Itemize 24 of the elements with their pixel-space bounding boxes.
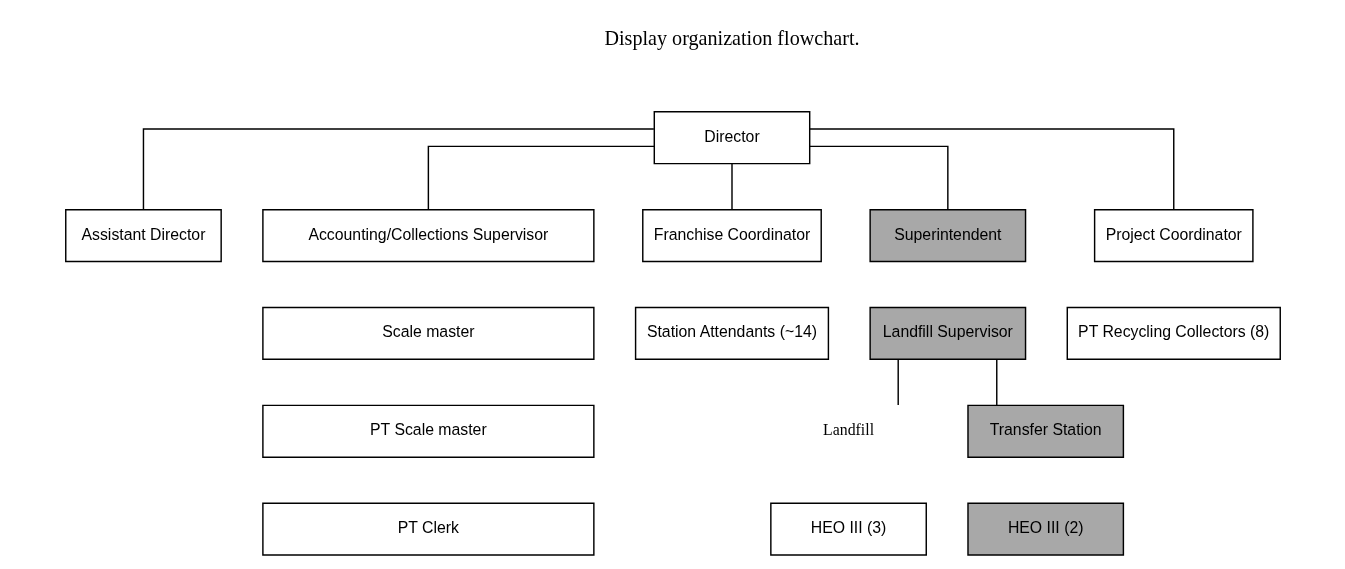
node-box: PT Scale master (261, 404, 595, 458)
connector (808, 128, 1174, 210)
node-box: Scale master (261, 306, 595, 361)
node-box: Transfer Station (966, 404, 1124, 458)
node-box: HEO III (3) (769, 502, 927, 556)
node-box: HEO III (2) (966, 502, 1124, 556)
node-box: Landfill Supervisor (868, 306, 1026, 361)
connector (730, 163, 733, 210)
connector (427, 145, 655, 210)
node-box: Superintendent (868, 208, 1026, 263)
node-box: Assistant Director (64, 208, 222, 263)
connector (897, 358, 899, 406)
node-text: Landfill (822, 421, 874, 439)
node-box: Franchise Coordinator (641, 208, 822, 263)
connector (808, 145, 949, 210)
node-box: Station Attendants (~14) (634, 306, 829, 361)
node-box: Accounting/Collections Supervisor (261, 208, 595, 263)
connector (995, 358, 997, 406)
node-box: PT Recycling Collectors (8) (1066, 306, 1281, 361)
node-box: PT Clerk (261, 502, 595, 556)
node-box: Director (653, 111, 810, 165)
label: Display organization flowchart. (603, 27, 860, 50)
connector (142, 128, 655, 210)
node-box: Project Coordinator (1093, 208, 1254, 263)
